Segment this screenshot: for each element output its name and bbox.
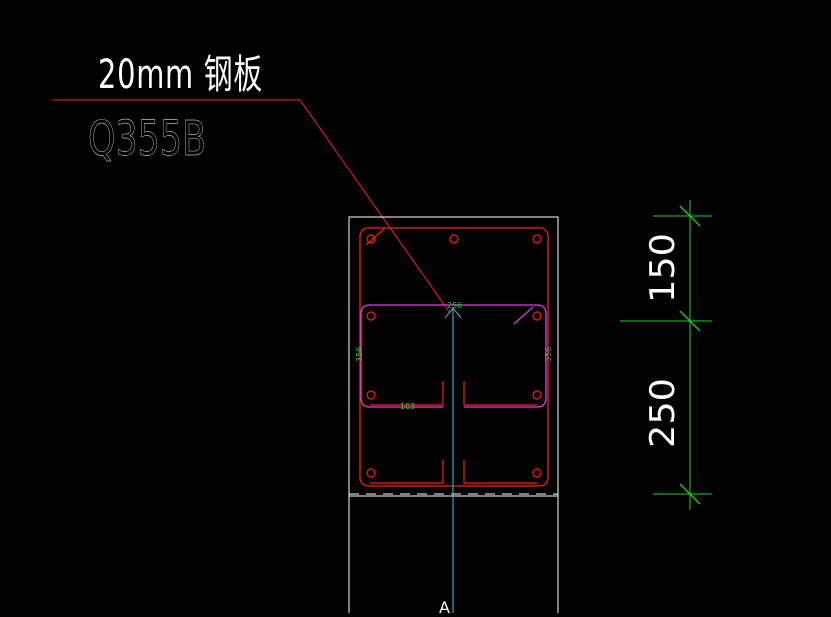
dimension-upper: 150 bbox=[643, 233, 683, 303]
rebar-dot bbox=[449, 234, 459, 244]
rebar-dot bbox=[532, 311, 542, 321]
rebar-dot bbox=[532, 390, 542, 400]
red-u-bar-right-lower bbox=[463, 460, 537, 484]
leader-text-grade: Q355B bbox=[88, 111, 206, 167]
rebar-dot bbox=[366, 390, 376, 400]
outer-stirrup-loop bbox=[359, 227, 549, 487]
axis-marker: A bbox=[439, 598, 450, 613]
tick-bottom bbox=[679, 483, 701, 505]
inner-stirrup bbox=[360, 304, 547, 408]
label-right-stirrup: 356 bbox=[544, 347, 553, 362]
tick-top bbox=[679, 205, 701, 227]
label-top-stirrup: 256 bbox=[447, 301, 462, 310]
rebar-labels: 256 356 356 103 bbox=[355, 301, 553, 411]
rebar-dot bbox=[366, 234, 376, 244]
dimension-lower: 250 bbox=[643, 378, 683, 448]
red-u-bar-left-upper bbox=[370, 381, 444, 406]
leader-line bbox=[299, 99, 451, 314]
leader-text-plate: 20mm 钢板 bbox=[98, 52, 263, 98]
label-bottom-bar: 103 bbox=[400, 402, 415, 411]
tick-middle bbox=[679, 310, 701, 332]
dimension-chain: 150 250 bbox=[620, 200, 712, 510]
outer-stirrup bbox=[359, 227, 549, 487]
rebar-dot bbox=[366, 468, 376, 478]
rebar-dot bbox=[366, 311, 376, 321]
rebar-dot bbox=[532, 234, 542, 244]
red-u-bar-left-lower bbox=[370, 460, 444, 484]
centre-axis: A bbox=[439, 307, 462, 617]
inner-stirrup-hook bbox=[513, 306, 534, 325]
inner-stirrup-outline bbox=[360, 304, 547, 408]
leader-annotation: 20mm 钢板 Q355B bbox=[52, 52, 451, 314]
rebar-dot bbox=[532, 468, 542, 478]
red-u-bar-right-upper bbox=[463, 381, 537, 406]
label-left-stirrup: 356 bbox=[355, 347, 364, 362]
